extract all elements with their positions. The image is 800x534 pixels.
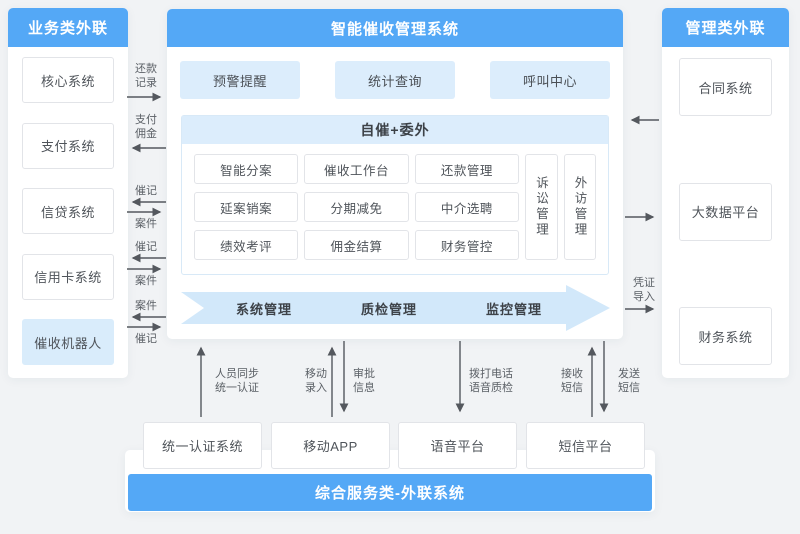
band-system-mgmt: 系统管理 <box>235 301 293 317</box>
flow-label-collect-note-1: 催记 <box>135 185 157 197</box>
right-panel-header: 管理类外联 <box>662 8 789 47</box>
center-panel-card: 智能催收管理系统 预警提醒 统计查询 呼叫中心 自催+委外 智能分案 催收工作台… <box>167 9 623 339</box>
work-section-header: 自催+委外 <box>182 116 608 144</box>
module-commission-settlement: 佣金结算 <box>304 230 409 260</box>
node-voice-platform: 语音平台 <box>398 422 517 469</box>
node-payment-system: 支付系统 <box>22 122 114 169</box>
node-contract-system: 合同系统 <box>679 58 772 116</box>
flow-label-case-1: 案件 <box>135 218 157 230</box>
flow-label-pay-commission: 支付佣金 <box>135 114 157 140</box>
flow-label-approval-info: 审批信息 <box>353 368 375 394</box>
band-arrow-shape <box>181 285 610 331</box>
module-field-visit-mgmt: 外访管理 <box>564 154 596 260</box>
module-warning-reminder: 预警提醒 <box>180 61 300 99</box>
flow-label-send-sms: 发送短信 <box>618 368 640 394</box>
flow-label-collect-note-2: 催记 <box>135 241 157 253</box>
module-stats-query: 统计查询 <box>335 61 455 99</box>
module-case-delay-cancel: 延案销案 <box>194 192 299 222</box>
work-section: 自催+委外 智能分案 催收工作台 还款管理 诉讼管理 外访管理 延案销案 分期减… <box>181 115 609 275</box>
flow-label-staff-sync: 人员同步统一认证 <box>215 368 259 394</box>
module-agency-selection: 中介选聘 <box>414 192 519 222</box>
module-repayment-mgmt: 还款管理 <box>414 154 519 184</box>
left-panel-header: 业务类外联 <box>8 8 128 47</box>
node-finance-system: 财务系统 <box>679 307 772 365</box>
module-installment-reduction: 分期减免 <box>304 192 409 222</box>
flow-label-receive-sms: 接收短信 <box>561 368 583 394</box>
flow-label-case-3: 案件 <box>135 300 157 312</box>
bottom-panel-footer: 综合服务类-外联系统 <box>128 474 652 511</box>
flow-label-voucher-import: 凭证导入 <box>633 277 655 303</box>
node-collection-robot: 催收机器人 <box>22 319 114 365</box>
node-bigdata-platform: 大数据平台 <box>679 182 772 241</box>
module-performance-eval: 绩效考评 <box>194 230 299 260</box>
module-collection-workbench: 催收工作台 <box>304 154 409 184</box>
flow-label-case-2: 案件 <box>135 275 157 287</box>
node-auth-system: 统一认证系统 <box>143 422 262 469</box>
flow-label-repayment-record: 还款记录 <box>135 63 157 89</box>
left-panel-card: 业务类外联 核心系统 支付系统 信贷系统 信用卡系统 催收机器人 <box>8 8 128 378</box>
module-call-center: 呼叫中心 <box>490 61 610 99</box>
center-panel-header: 智能催收管理系统 <box>167 9 623 47</box>
node-sms-platform: 短信平台 <box>526 422 645 469</box>
module-litigation-mgmt: 诉讼管理 <box>525 154 558 260</box>
band-quality-mgmt: 质检管理 <box>360 301 418 317</box>
management-band-arrow: 系统管理 质检管理 监控管理 <box>181 285 610 331</box>
module-finance-control: 财务管控 <box>414 230 519 260</box>
flow-label-collect-note-3: 催记 <box>135 333 157 345</box>
node-core-system: 核心系统 <box>22 57 114 103</box>
node-credit-card-system: 信用卡系统 <box>22 253 114 300</box>
flow-label-call-voice: 拨打电话语音质检 <box>469 368 513 394</box>
node-credit-system: 信贷系统 <box>22 188 114 234</box>
flow-label-mobile-entry: 移动录入 <box>305 368 327 394</box>
right-panel-card: 管理类外联 合同系统 大数据平台 财务系统 <box>662 8 789 378</box>
module-smart-case-assign: 智能分案 <box>194 154 299 184</box>
node-mobile-app: 移动APP <box>271 422 390 469</box>
band-monitor-mgmt: 监控管理 <box>485 301 543 317</box>
